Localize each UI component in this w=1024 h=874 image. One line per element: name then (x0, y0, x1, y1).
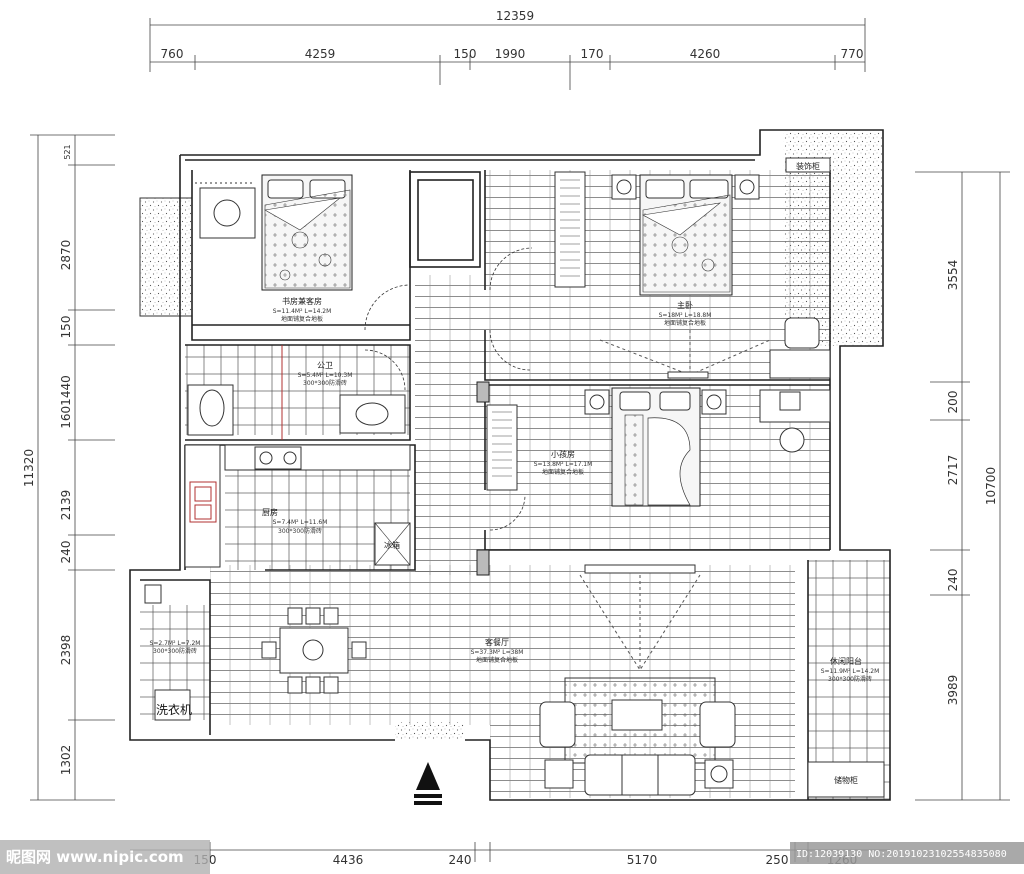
dim-left-3: 1601440 (59, 375, 73, 428)
balcony-name: 休闲阳台 (830, 656, 862, 666)
master-name: 主卧 (677, 300, 693, 310)
fridge-label: 冰箱 (384, 540, 400, 550)
dim-top-total: 12359 (496, 9, 534, 23)
watermark-id: ID:12039130 NO:20191023102554835080 (796, 849, 1007, 860)
dim-left-2: 150 (59, 316, 73, 339)
watermark-id-bg (790, 842, 1024, 864)
dim-top-2: 150 (454, 47, 477, 61)
decor-cabinet (785, 157, 831, 173)
laundry-area: S=2.7M² L=7.2M (150, 640, 201, 647)
balcony: 休闲阳台 S=11.9M² L=14.2M 300*300防滑砖 储物柜 (807, 656, 885, 798)
kitchen-floor: 300*300防滑砖 (278, 527, 322, 535)
dim-top-6: 770 (841, 47, 864, 61)
column (476, 549, 490, 576)
dim-bottom-4: 250 (766, 853, 789, 867)
dim-top-1: 4259 (305, 47, 336, 61)
kids-floor: 地面铺复合地板 (542, 468, 584, 476)
storage-cabinet-label: 储物柜 (834, 775, 858, 785)
dim-left-6: 2398 (59, 635, 73, 666)
master-area: S=18M² L=18.8M (659, 312, 712, 319)
dim-right-total: 10700 (984, 467, 998, 505)
dim-right-0: 3554 (946, 260, 960, 291)
dim-top-0: 760 (161, 47, 184, 61)
balcony-area: S=11.9M² L=14.2M (821, 668, 880, 675)
kitchen-area: S=7.4M² L=11.6M (273, 519, 328, 526)
decor-cabinet-label: 装饰柜 (796, 161, 820, 171)
washing-machine-label: 洗衣机 (156, 702, 192, 717)
dim-left-total: 11320 (22, 449, 36, 487)
dim-bottom-2: 240 (449, 853, 472, 867)
master-bedroom: 主卧 S=18M² L=18.8M 地面铺复合地板 (554, 171, 831, 379)
dim-top-5: 4260 (690, 47, 721, 61)
dimension-right (915, 171, 1010, 801)
living-area: S=37.3M² L=38M (471, 649, 524, 656)
study-name: 书房兼客房 (282, 296, 322, 306)
dim-left-7: 1302 (59, 745, 73, 776)
study-room: 书房兼客房 S=11.4M² L=14.2M 地面铺复合地板 (195, 174, 353, 323)
column (476, 381, 490, 403)
dim-top-3: 1990 (495, 47, 526, 61)
dim-left-5: 240 (59, 541, 73, 564)
dim-right-1: 200 (946, 391, 960, 414)
dim-left-4: 2139 (59, 490, 73, 521)
laundry-floor: 300*300防滑砖 (153, 647, 197, 655)
bath-floor: 300*300防滑砖 (303, 379, 347, 387)
living-name: 客餐厅 (485, 637, 509, 647)
watermark-bg (0, 840, 210, 874)
bath-area: S=5.4M² L=10.3M (298, 372, 353, 379)
study-area: S=11.4M² L=14.2M (273, 308, 332, 315)
dim-left-1: 2870 (59, 240, 73, 271)
dim-right-3: 240 (946, 569, 960, 592)
study-floor: 地面铺复合地板 (281, 315, 323, 323)
dim-right-4: 3989 (946, 675, 960, 706)
dim-left-0: 521 (63, 144, 72, 159)
kids-room: 小孩房 S=13.8M² L=17.1M 地面铺复合地板 (486, 387, 831, 507)
dim-bottom-1: 4436 (333, 853, 364, 867)
entrance-arrow-icon (414, 762, 442, 805)
bath-name: 公卫 (317, 361, 333, 370)
master-floor: 地面铺复合地板 (664, 319, 706, 327)
kids-name: 小孩房 (551, 449, 575, 459)
dimension-top (149, 18, 866, 90)
kitchen-name: 厨房 (262, 507, 278, 517)
dim-bottom-3: 5170 (627, 853, 658, 867)
living-floor: 地面铺复合地板 (476, 656, 518, 664)
dim-top-4: 170 (581, 47, 604, 61)
watermark-site: 昵图网 www.nipic.com (6, 848, 184, 866)
dimension-left (30, 134, 115, 801)
balcony-floor: 300*300防滑砖 (828, 675, 872, 683)
floor-tile (140, 345, 890, 800)
doors (364, 247, 533, 531)
bathroom: 公卫 S=5.4M² L=10.3M 300*300防滑砖 (187, 361, 406, 436)
kitchen: 冰箱 厨房 S=7.4M² L=11.6M 300*300防滑砖 (184, 444, 411, 568)
living-dining: 客餐厅 S=37.3M² L=38M 地面铺复合地板 (261, 564, 736, 796)
dim-right-2: 2717 (946, 455, 960, 486)
kids-area: S=13.8M² L=17.1M (534, 461, 593, 468)
laundry: S=2.7M² L=7.2M 300*300防滑砖 洗衣机 (144, 584, 201, 721)
